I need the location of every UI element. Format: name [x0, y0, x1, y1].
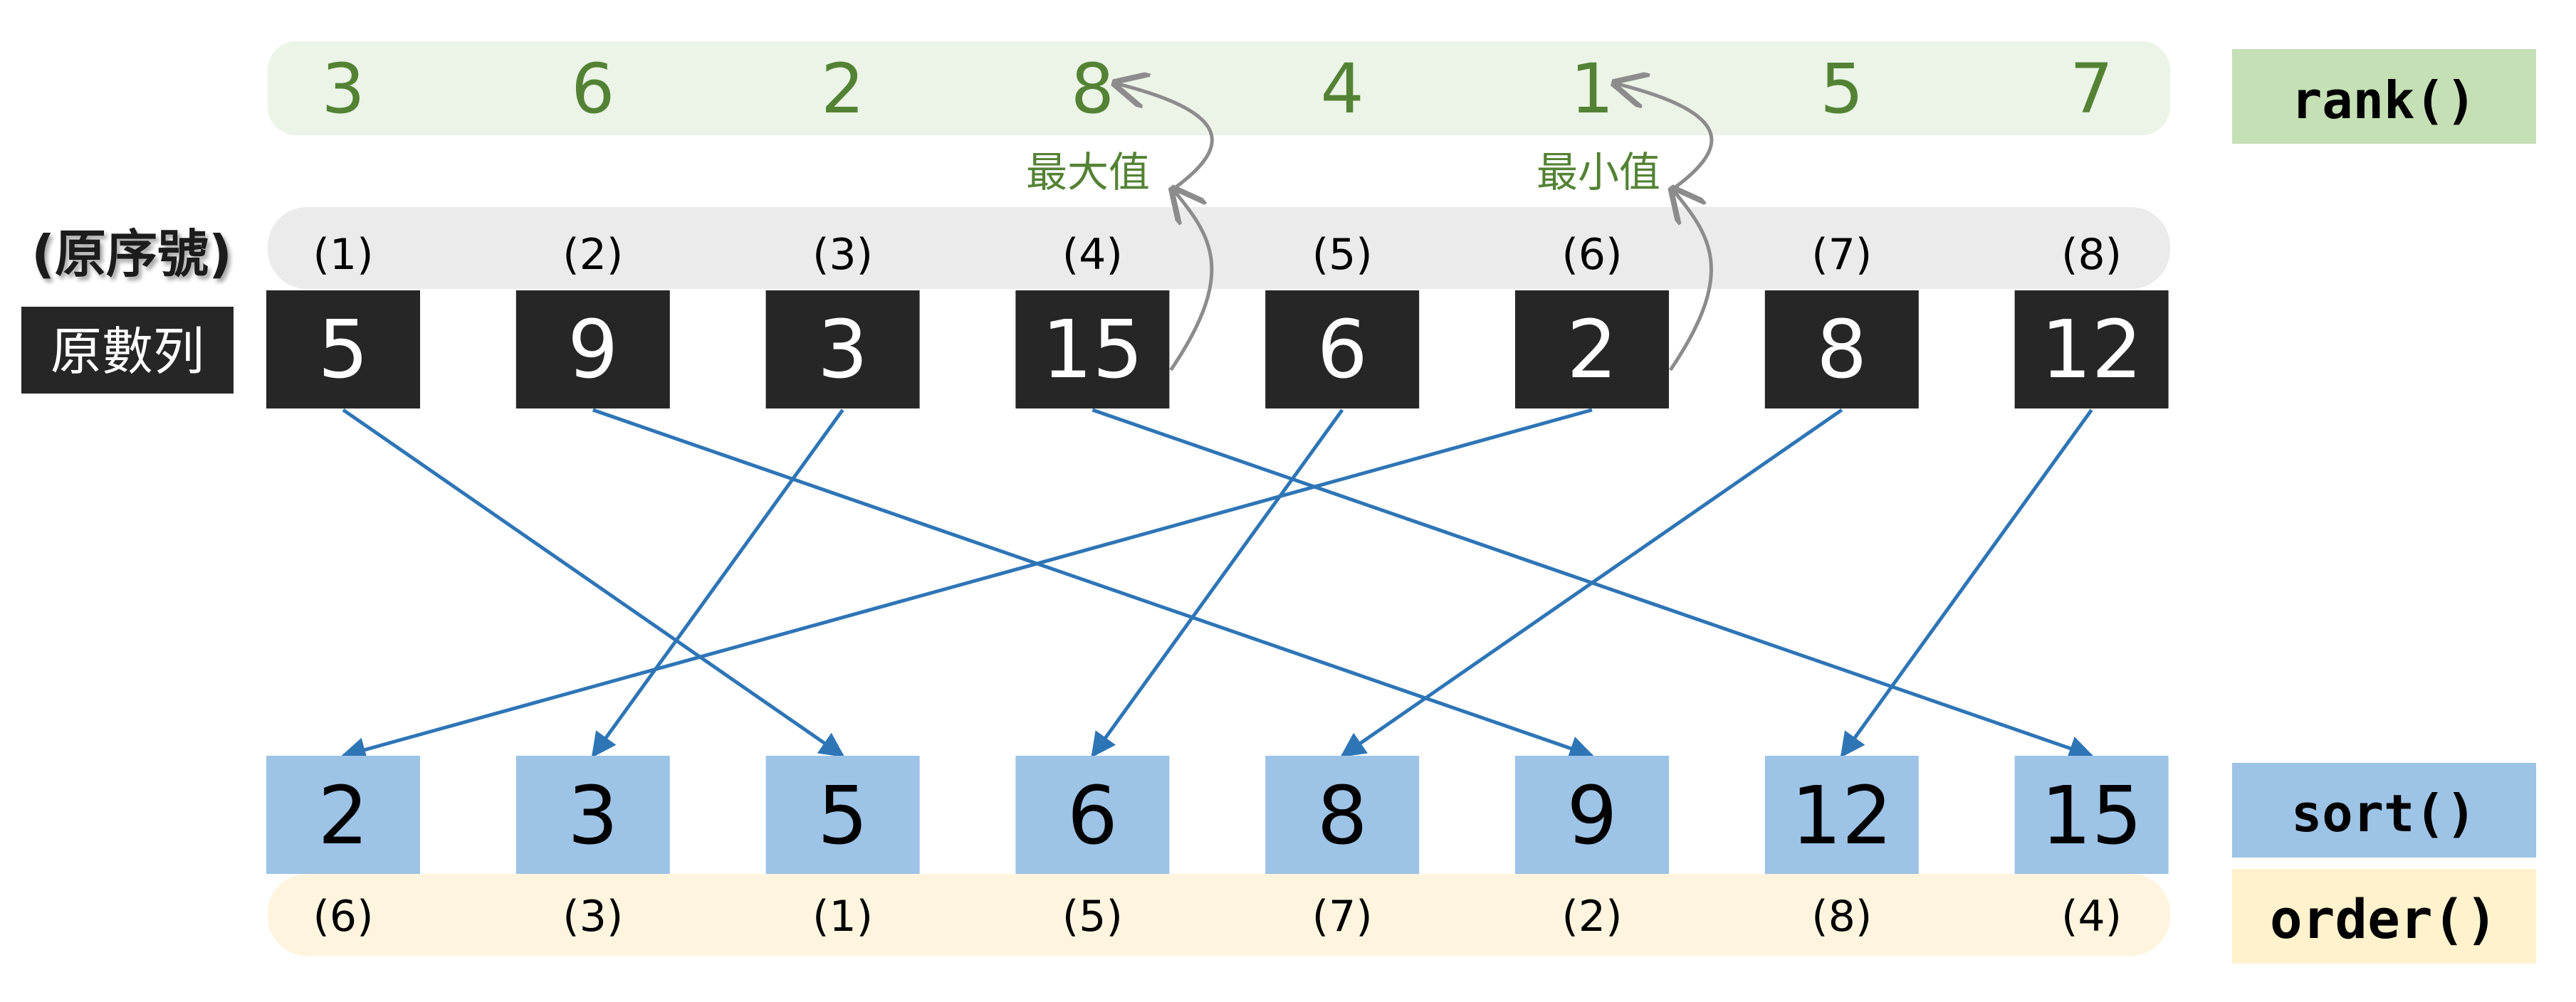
order-value: (1) — [812, 892, 873, 942]
sorted-value: 6 — [1067, 770, 1118, 863]
original-index: (4) — [1062, 230, 1123, 280]
original-value-box — [2014, 290, 2169, 408]
annotation-arrows — [1115, 83, 1714, 371]
sorted-value: 2 — [318, 770, 368, 863]
sorted-value: 12 — [1791, 770, 1893, 863]
index-band — [268, 207, 2170, 289]
max-value-note: 最大值 — [1026, 148, 1150, 196]
original-value-box — [515, 290, 670, 408]
rank-value: 4 — [1321, 49, 1364, 129]
sorted-value: 8 — [1317, 770, 1368, 863]
original-value: 9 — [567, 304, 618, 396]
sorted-value: 3 — [567, 770, 618, 863]
link-line — [1840, 408, 2093, 758]
original-value-box — [765, 290, 920, 408]
rank-value: 5 — [1820, 49, 1863, 129]
rank-value: 7 — [2070, 49, 2113, 129]
link-line — [1340, 408, 1843, 758]
annotation-arrow-lower — [1171, 189, 1214, 371]
original-value: 5 — [318, 304, 368, 396]
sort-label-box — [2232, 763, 2536, 858]
min-value-note: 最小值 — [1536, 148, 1660, 196]
sorted-value-box — [2014, 756, 2169, 874]
link-lines — [340, 408, 2094, 762]
sorted-value-box — [515, 756, 670, 874]
sorted-value: 9 — [1566, 770, 1617, 863]
link-line — [591, 408, 844, 758]
original-index-label: (原序號) — [31, 224, 232, 284]
sorted-value-box — [1764, 756, 1919, 874]
order-value: (3) — [562, 892, 623, 942]
annotation-arrow-upper — [1615, 83, 1714, 191]
rank-value: 8 — [1071, 49, 1114, 129]
original-index: (2) — [562, 230, 623, 280]
original-value: 8 — [1816, 304, 1867, 396]
rank-value: 3 — [321, 49, 365, 129]
original-value: 12 — [2041, 304, 2142, 396]
order-value: (5) — [1062, 892, 1123, 942]
link-line — [592, 408, 1595, 761]
link-line — [342, 408, 845, 758]
annotation-arrow-lower — [1670, 189, 1713, 371]
original-value-box — [266, 290, 420, 408]
rank-value: 6 — [571, 49, 614, 129]
original-index: (3) — [812, 230, 873, 280]
original-series-label-box — [21, 307, 234, 394]
order-value: (2) — [1562, 892, 1623, 942]
sorted-value-box — [1265, 756, 1420, 874]
sort-label: sort() — [2291, 784, 2476, 843]
original-value-box — [1015, 290, 1170, 408]
sorted-value: 15 — [2041, 770, 2142, 863]
original-index: (6) — [1562, 230, 1623, 280]
original-value: 15 — [1042, 304, 1143, 396]
order-value: (7) — [1312, 892, 1373, 942]
original-value: 2 — [1566, 304, 1617, 396]
original-value-box — [1515, 290, 1669, 408]
original-series-label: 原數列 — [51, 322, 204, 381]
order-value: (4) — [2061, 892, 2122, 942]
rank-value: 2 — [821, 49, 864, 129]
sorted-value: 5 — [817, 770, 868, 863]
original-value-box — [1265, 290, 1420, 408]
annotation-arrow-upper — [1115, 83, 1214, 191]
order-value: (6) — [313, 892, 374, 942]
link-line — [1091, 408, 1344, 758]
order-label-box — [2232, 869, 2536, 964]
original-index: (5) — [1312, 230, 1373, 280]
rank-label-box — [2232, 49, 2536, 144]
rank-label: rank() — [2291, 70, 2476, 130]
link-line — [340, 408, 1593, 762]
sorted-value-box — [266, 756, 420, 874]
rank-value: 1 — [1570, 49, 1613, 129]
rank-band — [268, 41, 2170, 135]
order-label: order() — [2270, 887, 2498, 951]
sorted-value-box — [765, 756, 920, 874]
original-index: (8) — [2061, 230, 2122, 280]
original-value: 6 — [1317, 304, 1368, 396]
original-value: 3 — [817, 304, 868, 396]
sorted-value-box — [1515, 756, 1669, 874]
order-value: (8) — [1811, 892, 1872, 942]
original-index: (1) — [313, 230, 374, 280]
order-band — [268, 874, 2170, 956]
sorted-value-box — [1015, 756, 1170, 874]
original-value-box — [1764, 290, 1919, 408]
original-index: (7) — [1811, 230, 1872, 280]
